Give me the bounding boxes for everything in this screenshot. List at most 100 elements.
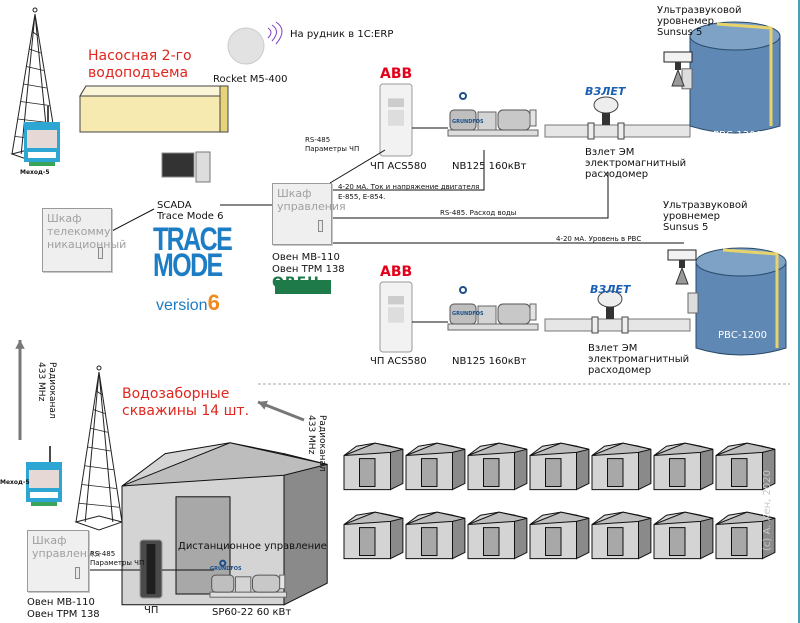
rs485-params-label: RS-485 Параметры ЧП <box>305 136 360 153</box>
tank-ladder <box>716 22 773 126</box>
well-shed-icon <box>715 442 776 491</box>
tower-brace <box>23 83 47 89</box>
shed-side <box>700 445 714 491</box>
tank-body <box>695 262 787 356</box>
current-motor-label: 4-20 мА. Ток и напряжение двигателя <box>338 183 480 191</box>
pump-icon <box>447 286 539 331</box>
shed-side <box>576 514 590 560</box>
meter-head <box>667 249 697 261</box>
well-shed-icon <box>529 511 590 560</box>
shed-roof <box>405 442 466 456</box>
pump-casing <box>497 109 531 131</box>
grundfos-icon <box>459 286 467 294</box>
shed-door <box>421 527 438 556</box>
tower-brace <box>90 427 108 433</box>
well-shed-icon <box>467 511 528 560</box>
shed-door <box>545 527 562 556</box>
wells-vfd-label: ЧП <box>144 605 159 616</box>
radio-tower-icon <box>74 365 124 531</box>
trace-logo-line1: TRACE <box>153 221 233 257</box>
level-meter-label: Ультразвуковой уровнемер Sunsus 5 <box>657 5 742 38</box>
meter-neck <box>679 260 685 268</box>
trace-version: version6 <box>156 290 220 316</box>
computer-monitor-icon <box>161 152 195 178</box>
shed-side <box>576 445 590 491</box>
tower-brace <box>87 446 111 452</box>
modem-icon <box>26 446 62 506</box>
shed-side <box>283 452 328 606</box>
pump-motor <box>449 303 477 325</box>
computer-tower-icon <box>195 151 211 183</box>
modem-connector <box>29 162 55 166</box>
radio-channel-right: Радиоканал 433 MHz <box>306 415 327 472</box>
meter-head <box>663 51 693 63</box>
abb-logo: ABB <box>380 264 413 280</box>
antenna-icon <box>32 7 38 13</box>
shed-roof <box>121 442 328 487</box>
modem-icon <box>24 106 60 166</box>
tower-brace <box>26 66 44 71</box>
control-cabinet-wells[interactable]: Шкаф управления <box>27 530 101 592</box>
well-shed-icon <box>715 511 776 560</box>
link-rs485-params <box>329 149 386 184</box>
control-cabinet-station[interactable]: Шкаф управления <box>272 183 346 245</box>
shed-door <box>607 458 624 487</box>
cabinet-handle <box>98 247 103 259</box>
meters-label: Е-855, Е-854. <box>338 193 386 201</box>
shed-side <box>452 514 466 560</box>
level-meter-label: Ультразвуковой уровнемер Sunsus 5 <box>663 200 748 233</box>
vfd-stripe <box>146 544 156 594</box>
shed-door <box>669 527 686 556</box>
pump-coupling <box>477 305 497 325</box>
vzlet-logo: ВЗЛЕТ <box>590 283 631 296</box>
tank-inlet <box>687 292 699 314</box>
tower-brace <box>31 31 39 36</box>
station-end <box>219 85 229 133</box>
telecom-cabinet[interactable]: Шкаф телекомму никационный <box>42 208 126 272</box>
shed-roof <box>343 442 404 456</box>
shed-roof <box>715 511 776 525</box>
remote-control-label: Дистанционное управление <box>178 541 327 552</box>
scada-label: SCADA Trace Mode 6 <box>157 200 224 222</box>
vfd-keypad <box>388 109 404 126</box>
well-shed-icon <box>529 442 590 491</box>
shed-roof <box>591 442 652 456</box>
tank-body <box>689 36 781 134</box>
trace-version-number: 6 <box>207 290 220 315</box>
pump-station-building <box>79 85 229 133</box>
flange <box>617 122 625 140</box>
shed-door <box>669 458 686 487</box>
trace-mode-logo: TRACE MODE <box>153 221 233 283</box>
wells-controllers: Овен МВ-110 Овен ТРМ 138 <box>27 597 100 620</box>
wells-modem-label: Меход-5 <box>0 479 30 486</box>
meter-horn <box>671 68 685 87</box>
tower-brace <box>93 409 105 414</box>
oven-logo: ОВЕН <box>272 275 320 291</box>
grundfos-icon <box>219 559 227 567</box>
well-shed-icon <box>653 442 714 491</box>
vzlet-logo: ВЗЛЕТ <box>585 85 626 98</box>
shed-door <box>359 527 376 556</box>
vfd-icon <box>139 539 163 599</box>
level-signal-label: 4-20 мА. Уровень в РВС <box>556 235 642 243</box>
shed-roof <box>529 442 590 456</box>
shed-roof <box>529 511 590 525</box>
pump-motor <box>449 109 477 131</box>
shed-door <box>421 458 438 487</box>
shed-roof <box>715 442 776 456</box>
pump-coupling <box>235 576 252 593</box>
modem-panel <box>29 470 59 488</box>
rocket-antenna-icon <box>227 27 265 65</box>
shed-side <box>452 445 466 491</box>
telecom-cabinet-label: Шкаф телекомму никационный <box>47 212 127 251</box>
modem-terminals <box>30 492 58 498</box>
pump-coupling <box>477 111 497 131</box>
tower-brace <box>95 390 103 396</box>
trace-logo-line2: MODE <box>153 247 223 283</box>
flowmeter-head <box>593 96 619 114</box>
pump-label: NB125 160кВт <box>452 161 527 172</box>
shed-side <box>390 445 404 491</box>
window-edge <box>798 0 800 623</box>
